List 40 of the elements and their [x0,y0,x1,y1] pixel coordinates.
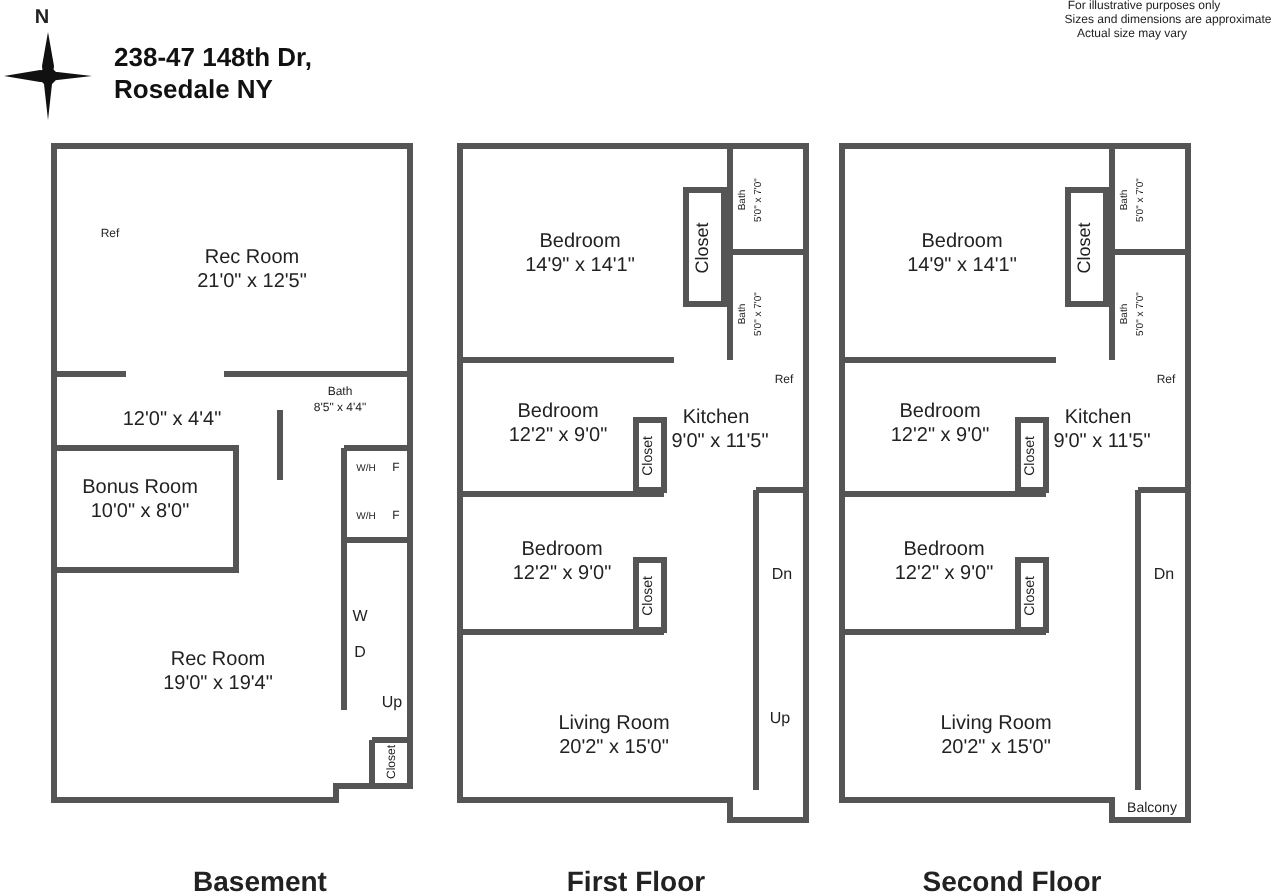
compass-letter: N [34,7,50,29]
fixture-label: W [352,609,368,627]
room-dimensions: 9'0" x 11'5" [671,431,769,453]
room-dimensions: 10'0" x 8'0" [90,501,190,523]
room-name: Closet [694,222,714,274]
room-dimensions: 12'0" x 4'4" [122,409,222,431]
room-dimensions: 20'2" x 15'0" [559,737,669,759]
floor-title: Basement [193,866,327,896]
room-dimensions: 19'0" x 19'4" [163,673,273,695]
stair-label: Up [381,695,403,713]
floor-title: First Floor [566,866,706,896]
room-dimensions: 9'0" x 11'5" [1053,431,1151,453]
room-dimensions: 12'2" x 9'0" [508,425,608,447]
floor-title: Second Floor [922,866,1102,896]
room-dimensions: 14'9" x 14'1" [525,255,635,277]
room-dimensions: 14'9" x 14'1" [907,255,1017,277]
room-name: Bedroom [903,539,985,561]
address-heading: 238-47 148th Dr, Rosedale NY [114,42,315,105]
room-dimensions: 12'2" x 9'0" [512,563,612,585]
room-name: Bedroom [899,401,981,423]
stair-label: Up [769,711,791,729]
room-name: Bedroom [517,401,599,423]
room-name: Kitchen [682,407,750,429]
room-dimensions: 21'0" x 12'5" [197,271,307,293]
room-dimensions: 12'2" x 9'0" [894,563,994,585]
room-name: Rec Room [170,649,266,671]
room-name: Living Room [558,713,670,735]
room-name: Bedroom [539,231,621,253]
fixture-label: D [354,645,366,663]
room-name: Bedroom [521,539,603,561]
room-name: Bedroom [921,231,1003,253]
stair-label: Dn [1153,567,1175,585]
room-dimensions: 12'2" x 9'0" [890,425,990,447]
room-name: Rec Room [204,247,300,269]
room-name: Closet [1076,222,1096,274]
stair-label: Dn [771,567,793,585]
room-name: Kitchen [1064,407,1132,429]
room-name: Living Room [940,713,1052,735]
room-name: Bonus Room [82,477,198,499]
room-dimensions: 20'2" x 15'0" [941,737,1051,759]
